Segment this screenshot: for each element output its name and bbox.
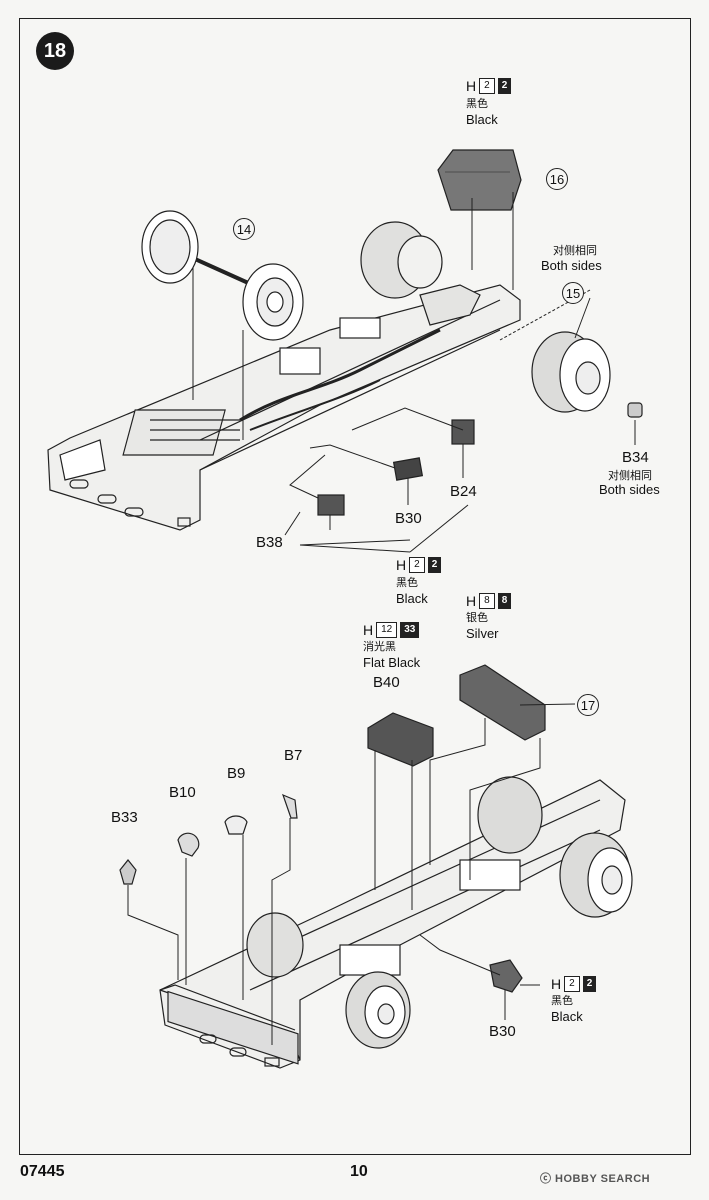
paint-1-cn: 黑色 [466, 98, 488, 110]
part-b34: B34 [622, 449, 649, 466]
paint-5-en: Black [551, 1009, 583, 1024]
paint-3-en: Silver [466, 626, 499, 641]
callout-14: 14 [233, 218, 255, 240]
part-b9: B9 [227, 765, 246, 782]
paint-2-cn: 黑色 [396, 577, 418, 589]
callout-15: 15 [562, 282, 584, 304]
kit-number: 07445 [20, 1163, 65, 1180]
both-sides-cn-1: 对侧相同 [553, 245, 597, 257]
paint-1-en: Black [466, 112, 498, 127]
paint-4-en: Flat Black [363, 655, 421, 670]
page-number: 10 [350, 1163, 368, 1180]
step-number-badge: 18 [36, 32, 74, 70]
callout-16: 16 [546, 168, 568, 190]
part-b30-upper: B30 [395, 510, 422, 527]
lower-chassis-drawing [119, 664, 633, 1069]
upper-chassis-drawing [47, 149, 643, 531]
part-b10: B10 [169, 784, 196, 801]
paint-3-cn: 银色 [466, 612, 488, 624]
both-sides-cn-2: 对侧相同 [608, 470, 652, 482]
paint-4-cn: 消光黑 [363, 641, 396, 653]
part-b33: B33 [111, 809, 138, 826]
both-sides-en-2: Both sides [599, 482, 660, 497]
part-b30-lower: B30 [489, 1023, 516, 1040]
watermark: ⓒ HOBBY SEARCH [540, 1173, 651, 1185]
page-border [19, 18, 691, 1155]
both-sides-en-1: Both sides [541, 258, 602, 273]
part-b7: B7 [284, 747, 303, 764]
part-b38: B38 [256, 534, 283, 551]
paint-5-cn: 黑色 [551, 995, 573, 1007]
callout-17: 17 [577, 694, 599, 716]
part-b24: B24 [450, 483, 477, 500]
paint-2-en: Black [396, 591, 428, 606]
part-b40: B40 [373, 674, 400, 691]
